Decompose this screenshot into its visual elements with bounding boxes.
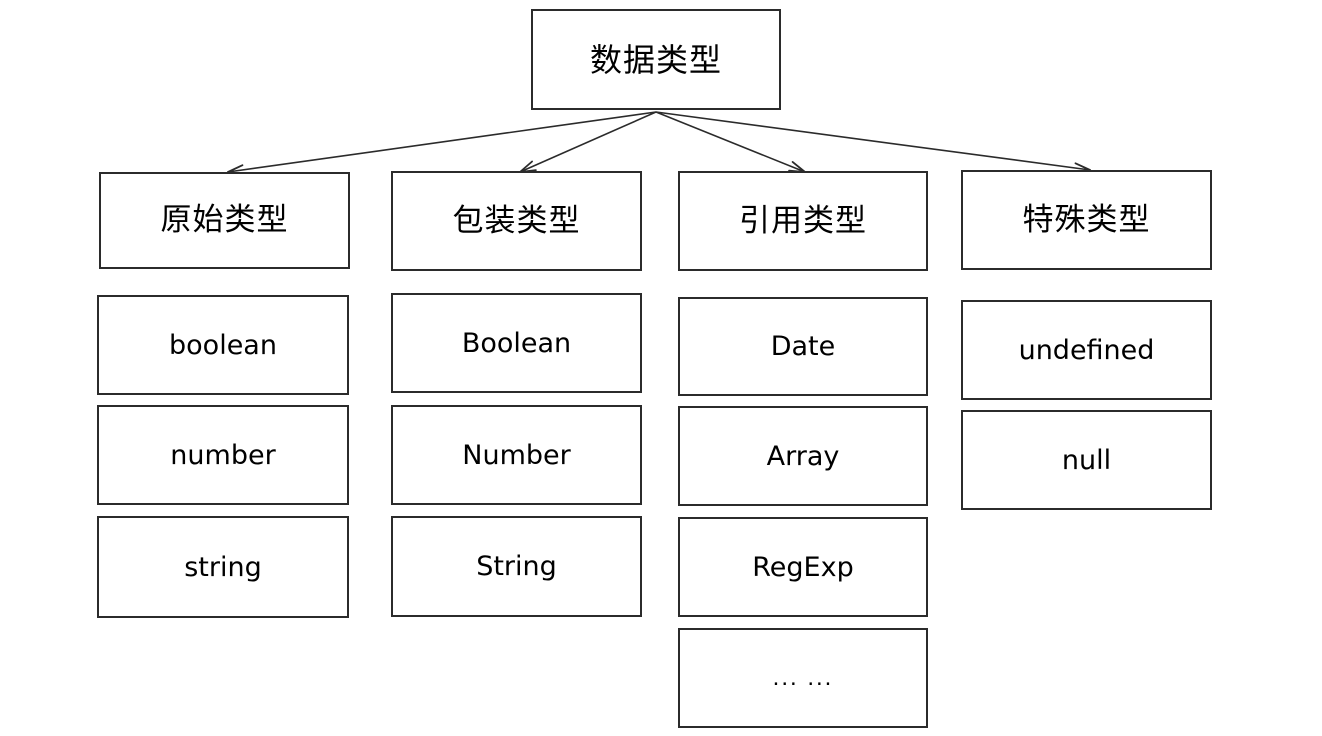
node-category-label-reference: 引用类型 (739, 202, 867, 239)
node-leaf-label-reference-2: RegExp (752, 551, 854, 583)
node-leaf-label-primitive-0: boolean (169, 329, 277, 361)
node-category-label-special: 特殊类型 (1022, 201, 1151, 238)
node-leaf-label-primitive-1: number (170, 439, 276, 471)
node-leaf-label-wrapper-0: Boolean (461, 327, 572, 359)
node-leaf-wrapper-2: String (391, 516, 642, 617)
node-leaf-label-wrapper-1: Number (462, 439, 571, 471)
node-leaf-label-special-0: undefined (1018, 334, 1155, 366)
node-leaf-primitive-2: string (97, 516, 349, 618)
node-leaf-primitive-0: boolean (97, 295, 349, 395)
node-category-reference: 引用类型 (678, 171, 928, 271)
node-leaf-reference-2: RegExp (678, 517, 928, 617)
node-root-label: 数据类型 (589, 40, 722, 79)
node-category-primitive: 原始类型 (99, 172, 350, 269)
node-leaf-wrapper-0: Boolean (391, 293, 642, 393)
node-leaf-label-reference-0: Date (770, 331, 836, 362)
node-leaf-label-primitive-2: string (184, 551, 262, 583)
node-leaf-label-special-1: null (1061, 444, 1112, 476)
node-category-wrapper: 包装类型 (391, 171, 642, 271)
node-leaf-primitive-1: number (97, 405, 349, 505)
node-leaf-reference-3: ... ... (678, 628, 928, 728)
node-leaf-special-1: null (961, 410, 1212, 510)
node-leaf-label-wrapper-2: String (476, 551, 557, 582)
node-leaf-reference-0: Date (678, 297, 928, 396)
node-category-label-wrapper: 包装类型 (452, 202, 581, 239)
node-category-special: 特殊类型 (961, 170, 1212, 270)
node-leaf-reference-1: Array (678, 406, 928, 506)
node-category-label-primitive: 原始类型 (160, 202, 289, 238)
node-leaf-label-reference-1: Array (766, 440, 840, 472)
node-root-data-types: 数据类型 (531, 9, 781, 110)
node-leaf-special-0: undefined (961, 300, 1212, 400)
node-leaf-label-reference-3: ... ... (772, 664, 834, 691)
node-leaf-wrapper-1: Number (391, 405, 642, 505)
